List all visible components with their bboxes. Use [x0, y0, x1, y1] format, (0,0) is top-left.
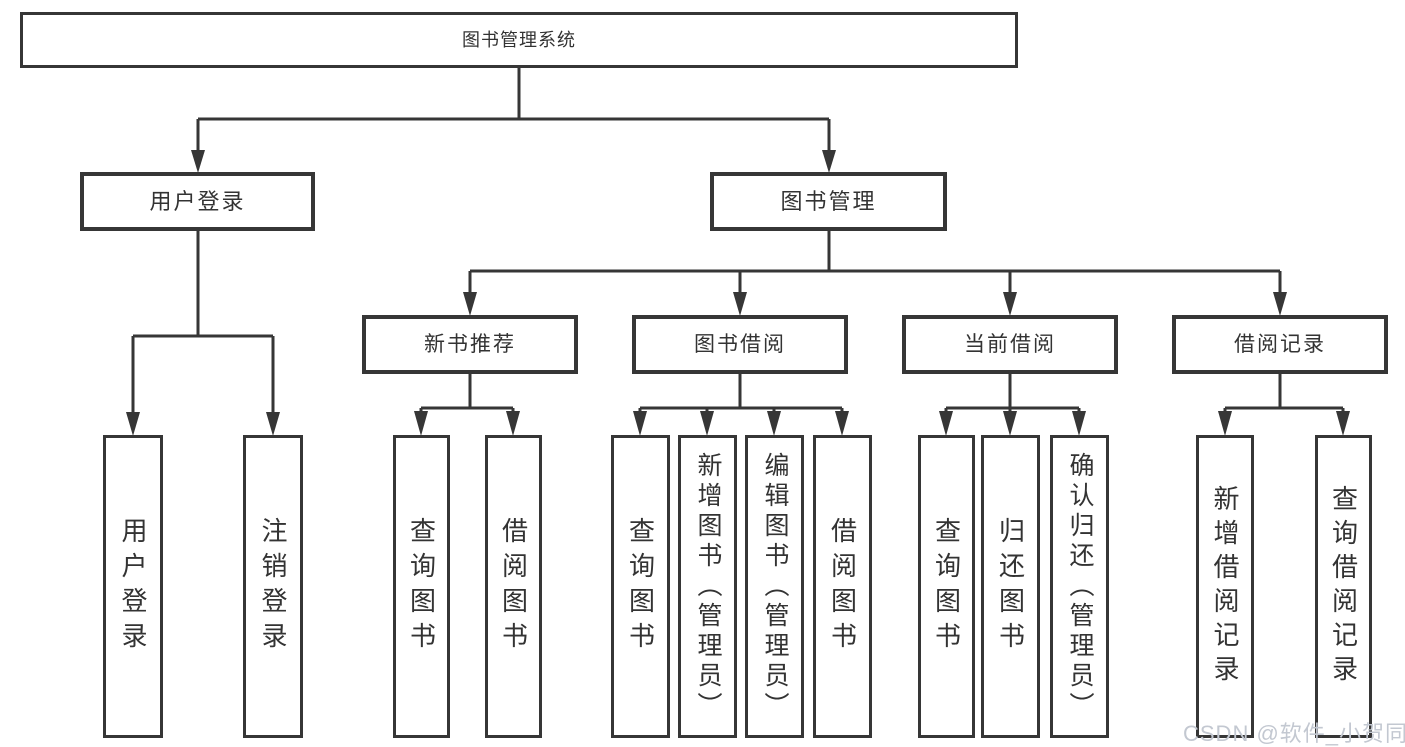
leaf-borrow-books-1: 借阅图书: [485, 435, 542, 738]
connector-book-mgmt-to-level3: [463, 231, 1287, 316]
node-user-login: 用户登录: [80, 172, 315, 231]
leaf-borrow-books-1-label: 借阅图书: [498, 516, 529, 657]
node-book-management: 图书管理: [710, 172, 947, 231]
connector-new-book-to-leaves: [414, 374, 520, 436]
leaf-query-borrow-record: 查询借阅记录: [1315, 435, 1372, 738]
connector-current-borrow-to-leaves: [939, 374, 1086, 436]
connector-root-to-level2: [191, 68, 836, 173]
node-book-borrowing-label: 图书借阅: [694, 333, 786, 356]
node-current-borrowing: 当前借阅: [902, 315, 1118, 374]
leaf-confirm-return-admin: 确认归还（管理员）: [1050, 435, 1109, 738]
leaf-add-books-admin: 新增图书（管理员）: [678, 435, 737, 738]
leaf-query-books-1-label: 查询图书: [406, 516, 437, 657]
leaf-confirm-return-admin-label: 确认归还（管理员）: [1066, 451, 1094, 722]
leaf-query-books-3: 查询图书: [918, 435, 975, 738]
node-book-management-label: 图书管理: [780, 188, 877, 214]
leaf-return-books-label: 归还图书: [995, 516, 1026, 657]
leaf-user-login-label: 用户登录: [118, 516, 148, 657]
leaf-add-books-admin-label: 新增图书（管理员）: [694, 451, 722, 722]
leaf-user-login: 用户登录: [103, 435, 163, 738]
leaf-query-books-1: 查询图书: [393, 435, 450, 738]
leaf-borrow-books-2: 借阅图书: [813, 435, 872, 738]
node-borrowing-records: 借阅记录: [1172, 315, 1388, 374]
leaf-query-borrow-record-label: 查询借阅记录: [1328, 484, 1359, 689]
node-root-library-system: 图书管理系统: [20, 12, 1018, 68]
leaf-logout-label: 注销登录: [258, 516, 288, 657]
node-current-borrowing-label: 当前借阅: [964, 333, 1056, 356]
connector-borrow-record-to-leaves: [1218, 374, 1350, 436]
leaf-return-books: 归还图书: [981, 435, 1040, 738]
node-new-book-recommend: 新书推荐: [362, 315, 578, 374]
leaf-query-books-2-label: 查询图书: [625, 516, 656, 657]
csdn-watermark: CSDN @软件_小贺同学: [1183, 721, 1405, 746]
leaf-edit-books-admin: 编辑图书（管理员）: [745, 435, 804, 738]
node-book-borrowing: 图书借阅: [632, 315, 848, 374]
connector-book-borrow-to-leaves: [633, 374, 849, 436]
leaf-add-borrow-record: 新增借阅记录: [1196, 435, 1254, 738]
leaf-edit-books-admin-label: 编辑图书（管理员）: [761, 451, 789, 722]
node-borrowing-records-label: 借阅记录: [1234, 333, 1326, 356]
leaf-query-books-2: 查询图书: [611, 435, 670, 738]
node-root-label: 图书管理系统: [462, 30, 576, 50]
connector-user-login-to-leaves: [126, 231, 280, 436]
leaf-add-borrow-record-label: 新增借阅记录: [1210, 484, 1240, 689]
leaf-logout: 注销登录: [243, 435, 303, 738]
node-new-book-recommend-label: 新书推荐: [424, 333, 516, 356]
leaf-borrow-books-2-label: 借阅图书: [827, 516, 858, 657]
leaf-query-books-3-label: 查询图书: [931, 516, 962, 657]
node-user-login-label: 用户登录: [149, 188, 246, 214]
